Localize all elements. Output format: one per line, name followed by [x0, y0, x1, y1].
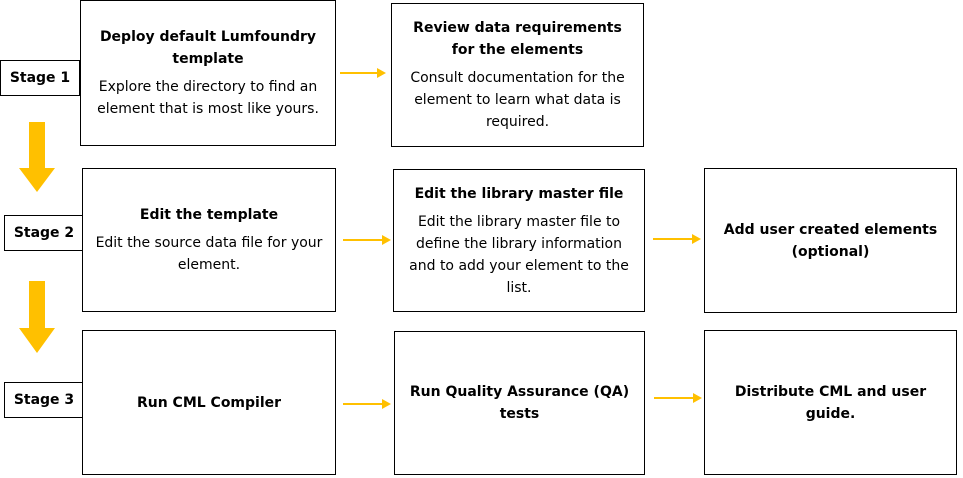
- step-add-user-elements: Add user created elements (optional): [704, 168, 957, 313]
- step-title: Edit the library master file: [414, 185, 624, 202]
- arrowhead-5: [693, 393, 702, 403]
- stage-label-text: Stage 2: [13, 225, 75, 241]
- step-title: Run Quality Assurance (QA) tests: [409, 384, 630, 422]
- down-arrow-stage2-to-stage3: [19, 281, 55, 353]
- stage-3-label: Stage 3: [4, 382, 84, 418]
- down-arrow-stage1-to-stage2: [19, 122, 55, 192]
- stage-label-text: Stage 3: [13, 392, 75, 408]
- step-run-compiler: Run CML Compiler: [82, 330, 336, 475]
- stage-1-label: Stage 1: [0, 60, 80, 96]
- arrowhead-4: [382, 399, 391, 409]
- step-description: Edit the source data file for your eleme…: [95, 235, 323, 273]
- step-title: Distribute CML and user guide.: [734, 383, 927, 422]
- step-title: Review data requirements for the element…: [413, 20, 622, 58]
- step-run-qa-tests: Run Quality Assurance (QA) tests: [394, 331, 645, 475]
- stage-label-text: Stage 1: [9, 70, 71, 86]
- step-deploy-template: Deploy default Lumfoundry template Explo…: [80, 0, 336, 146]
- step-edit-template: Edit the template Edit the source data f…: [82, 168, 336, 312]
- step-description: Edit the library master file to define t…: [409, 213, 629, 296]
- arrowhead-1: [377, 68, 386, 78]
- stage-2-label: Stage 2: [4, 215, 84, 251]
- step-distribute-cml: Distribute CML and user guide.: [704, 330, 957, 475]
- step-title: Run CML Compiler: [136, 394, 282, 411]
- step-title: Add user created elements (optional): [723, 221, 938, 260]
- step-review-data-requirements: Review data requirements for the element…: [391, 3, 644, 147]
- arrowhead-3: [692, 234, 701, 244]
- step-edit-library-master: Edit the library master file Edit the li…: [393, 169, 645, 312]
- step-title: Deploy default Lumfoundry template: [99, 29, 317, 67]
- step-description: Explore the directory to find an element…: [97, 79, 319, 117]
- step-description: Consult documentation for the element to…: [410, 70, 625, 130]
- arrowhead-2: [382, 235, 391, 245]
- step-title: Edit the template: [139, 207, 279, 223]
